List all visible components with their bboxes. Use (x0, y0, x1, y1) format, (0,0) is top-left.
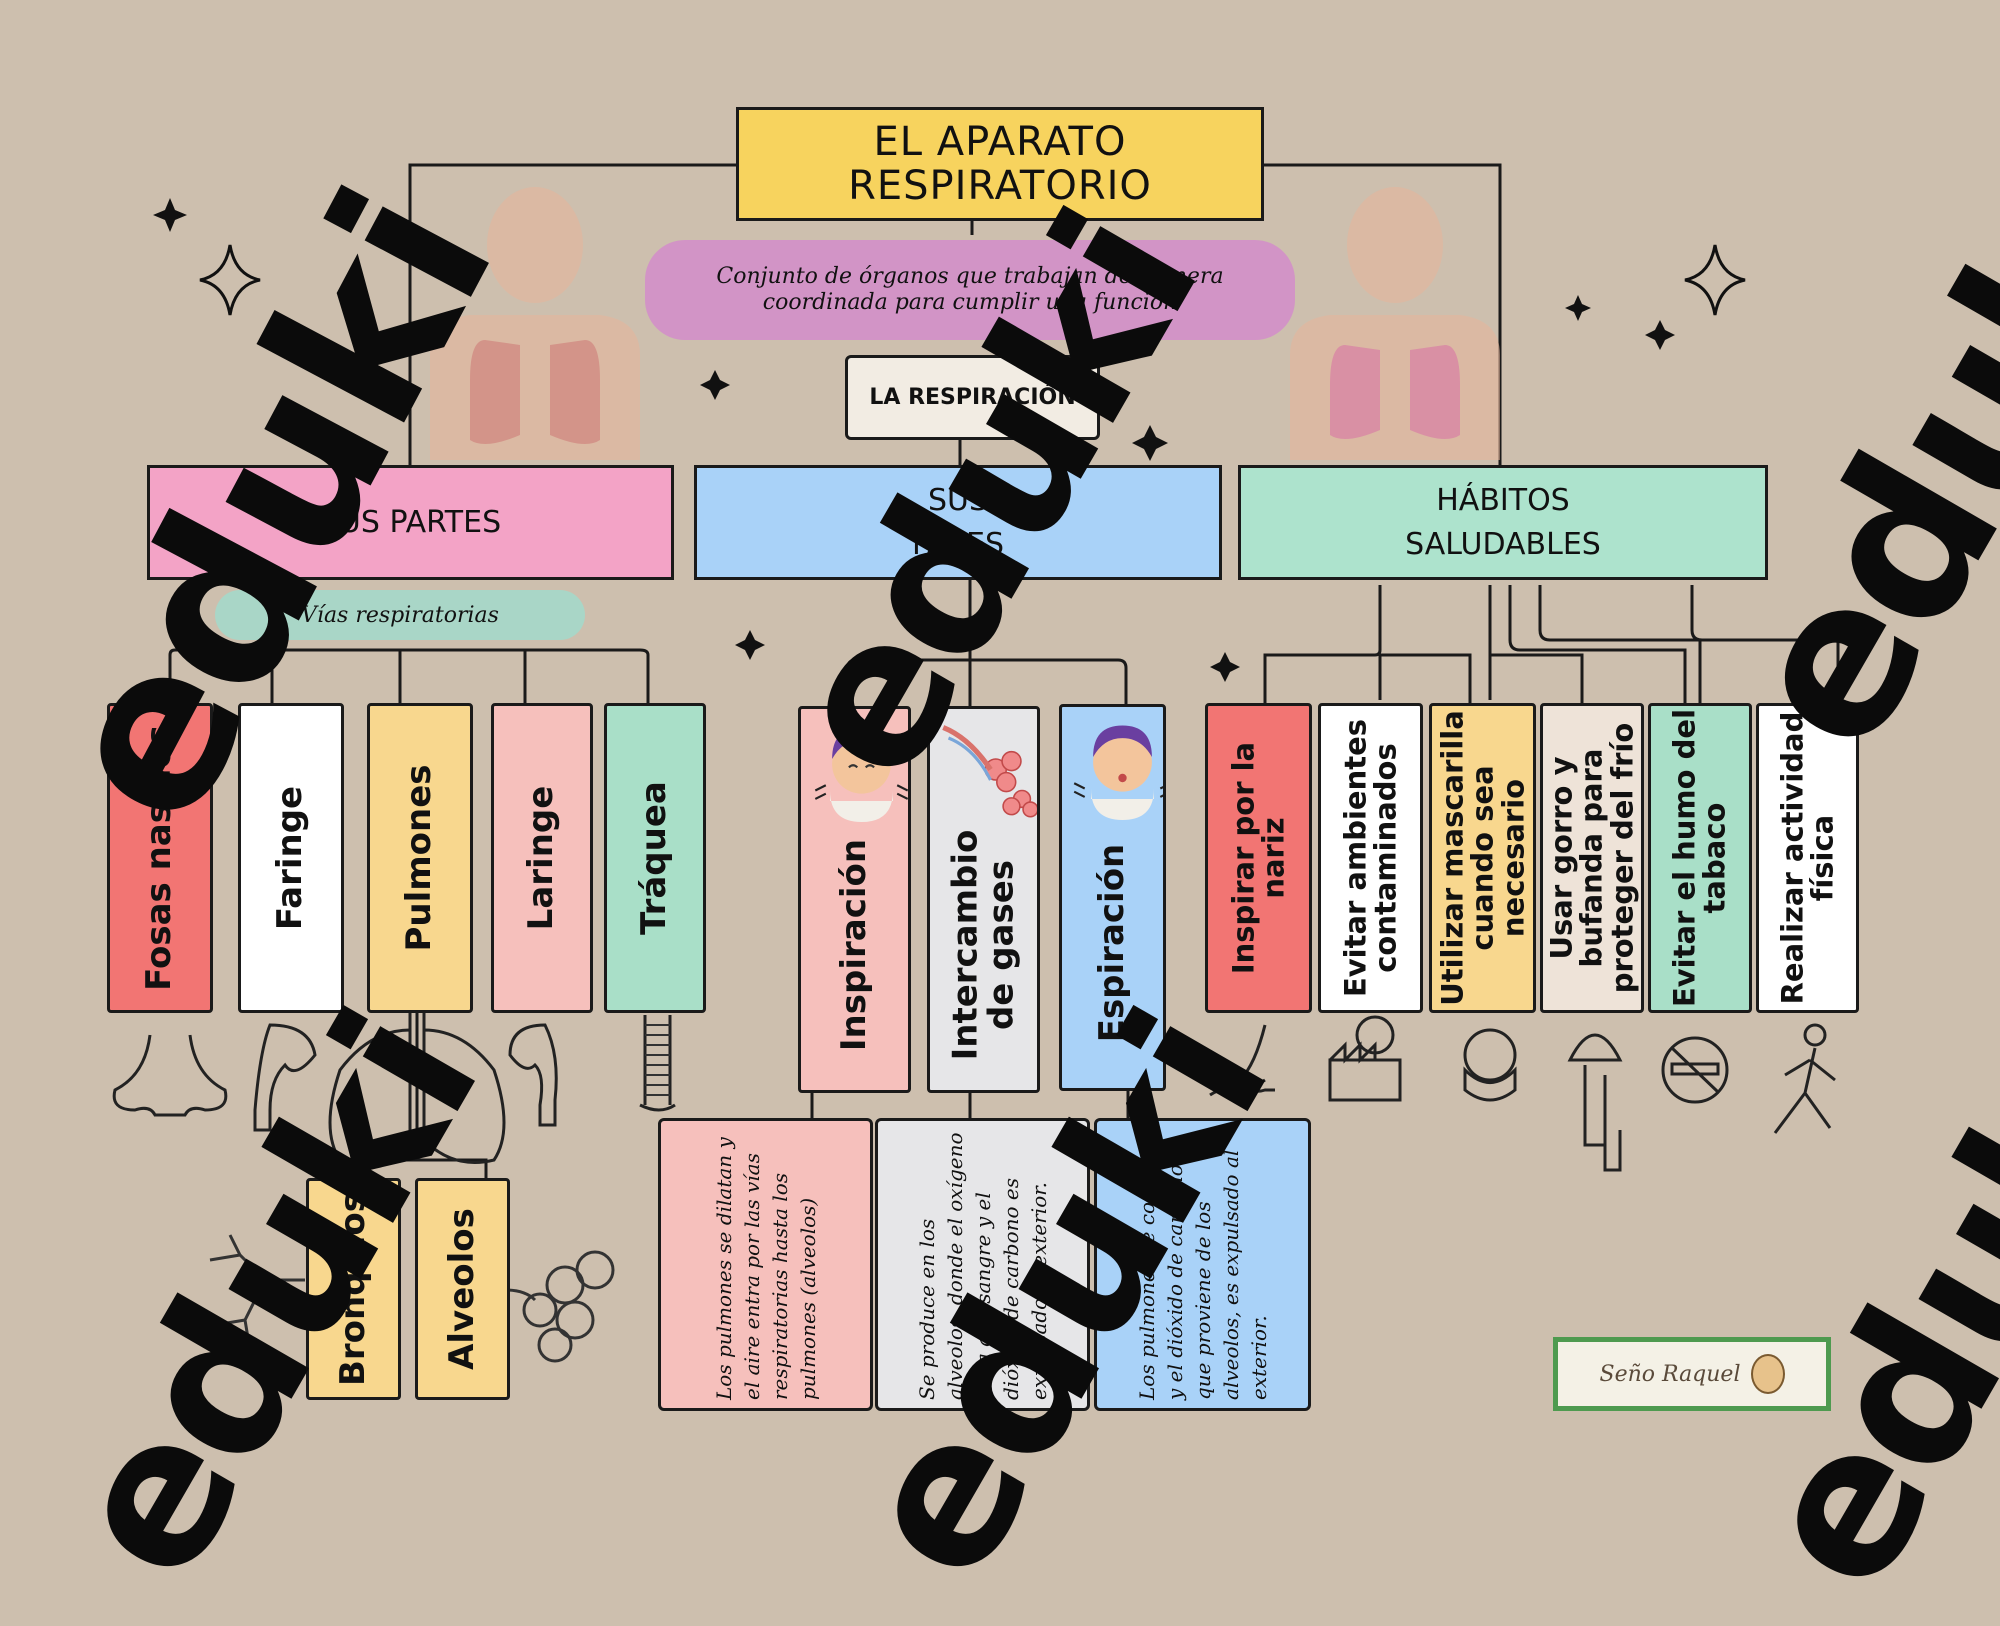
habit-nariz: Inspirar por la nariz (1205, 703, 1312, 1013)
author-name: Seño Raquel (1599, 1361, 1741, 1387)
diagram-title: EL APARATO RESPIRATORIO (736, 107, 1264, 221)
avatar (1750, 1354, 1785, 1394)
category-fases: SUS FASES (694, 465, 1222, 580)
habit-label: Utilizar mascarilla cuando sea necesario (1434, 710, 1530, 1006)
part-bronquios: Bronquios (306, 1178, 401, 1400)
part-label: Fosas nasales (139, 725, 180, 991)
alveoli-exchange-icon (942, 725, 1037, 818)
part-label: Faringe (270, 785, 311, 931)
exhale-face-icon (1073, 725, 1163, 820)
connector-lines (112, 163, 1840, 1363)
phase-description-text: Los pulmones se dilatan y el aire entra … (711, 1136, 820, 1400)
part-laringe: Laringe (491, 703, 593, 1013)
part-label: Laringe (521, 785, 562, 931)
habit-label: Realizar actividad física (1775, 711, 1840, 1005)
habit-label: Usar gorro y bufanda para proteger del f… (1544, 722, 1640, 994)
phase-espiracion: Espiración (1059, 704, 1166, 1091)
phase-description-text: Se produce en los alveolos, donde el oxí… (914, 1132, 1051, 1400)
part-pulmones: Pulmones (367, 703, 473, 1013)
habit-label: Evitar ambientes contaminados (1338, 718, 1403, 998)
phase-description-espiracion: Los pulmones se contraen y el dióxido de… (1094, 1118, 1311, 1411)
habit-ambientes: Evitar ambientes contaminados (1318, 703, 1423, 1013)
phase-description-intercambio: Se produce en los alveolos, donde el oxí… (875, 1118, 1090, 1411)
habit-mascarilla: Utilizar mascarilla cuando sea necesario (1429, 703, 1536, 1013)
phase-label: Espiración (1091, 843, 1132, 1043)
author-sticker: Seño Raquel (1553, 1337, 1831, 1411)
habit-gorro: Usar gorro y bufanda para proteger del f… (1540, 703, 1644, 1013)
definition-text: Conjunto de órganos que trabajan de mane… (645, 240, 1295, 340)
habit-label: Evitar el humo del tabaco (1667, 708, 1732, 1008)
airways-label: Vías respiratorias (215, 590, 585, 640)
habit-actividad: Realizar actividad física (1756, 703, 1859, 1013)
phase-inspiracion: Inspiración (798, 706, 911, 1093)
phase-label: Intercambio de gases (944, 829, 1021, 1061)
part-label: Alveolos (441, 1208, 482, 1370)
part-label: Tráquea (634, 781, 675, 935)
respiration-sign: LA RESPIRACIÓN (845, 355, 1100, 440)
phase-description-inspiracion: Los pulmones se dilatan y el aire entra … (658, 1118, 873, 1411)
habit-tabaco: Evitar el humo del tabaco (1648, 703, 1752, 1013)
phase-description-text: Los pulmones se contraen y el dióxido de… (1134, 1134, 1271, 1400)
part-fosas-nasales: Fosas nasales (107, 703, 213, 1013)
part-label: Bronquios (332, 1191, 373, 1387)
phase-intercambio: Intercambio de gases (927, 706, 1040, 1093)
parts-icons (112, 1013, 676, 1164)
part-traquea: Tráquea (604, 703, 706, 1013)
inhale-face-icon (814, 727, 908, 822)
part-label: Pulmones (399, 764, 440, 952)
part-faringe: Faringe (238, 703, 344, 1013)
habit-label: Inspirar por la nariz (1226, 741, 1291, 975)
phase-label: Inspiración (833, 839, 874, 1052)
part-alveolos: Alveolos (415, 1178, 510, 1400)
category-habitos: HÁBITOS SALUDABLES (1238, 465, 1768, 580)
category-partes: SUS PARTES (147, 465, 674, 580)
